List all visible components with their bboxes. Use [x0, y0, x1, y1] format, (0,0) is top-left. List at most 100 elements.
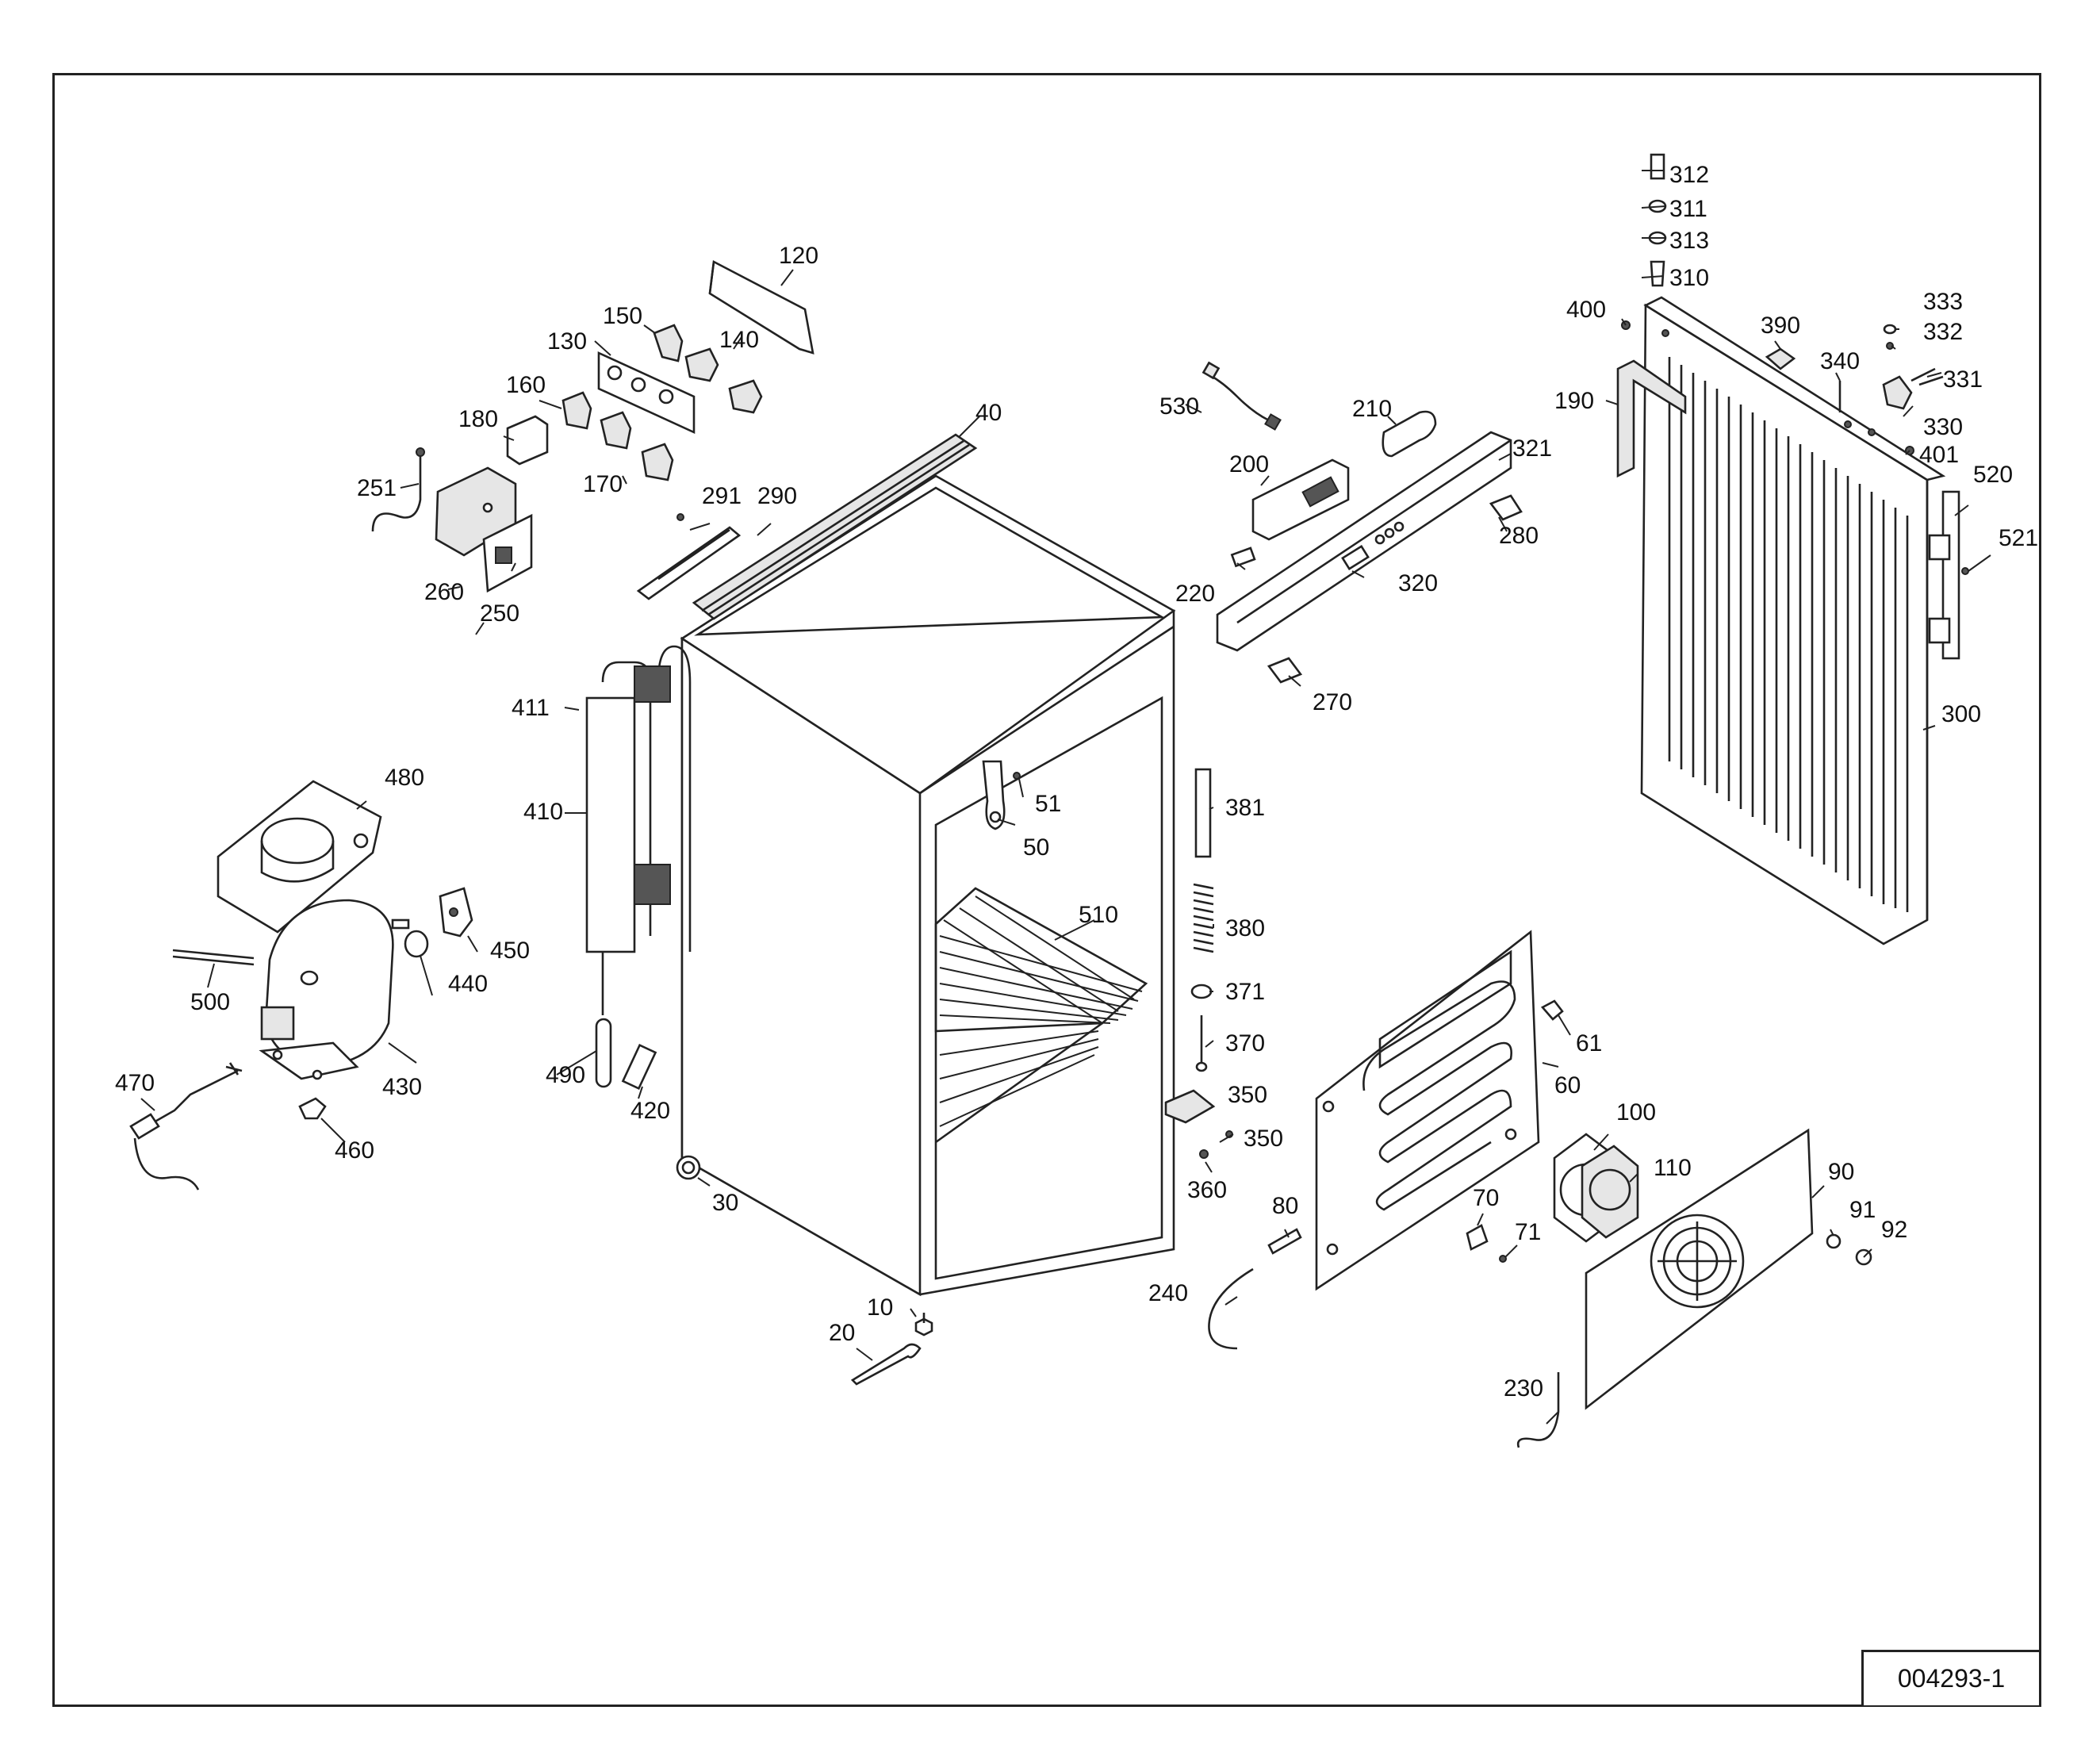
part-61-plug: [1540, 999, 1564, 1021]
part-180-bracket: [506, 415, 549, 466]
label-320: 320: [1398, 570, 1438, 596]
label-60: 60: [1554, 1072, 1581, 1099]
part-100-fan: [1553, 1133, 1639, 1243]
label-140: 140: [719, 327, 759, 353]
part-91-92-screws: [1826, 1233, 1872, 1266]
label-420: 420: [630, 1098, 670, 1124]
part-290-hinge-strip: [636, 513, 742, 600]
label-190: 190: [1554, 388, 1594, 414]
part-80-sensor-holder: [1208, 1228, 1302, 1350]
label-340: 340: [1820, 348, 1860, 374]
part-labels: 10 20 30 40 50 51 60 61 70 71 80 90 91 9…: [115, 162, 2038, 1402]
label-30: 30: [712, 1190, 738, 1216]
leader-lines: [140, 170, 1991, 1425]
label-100: 100: [1616, 1099, 1656, 1126]
part-430-compressor: [259, 899, 410, 1080]
label-312: 312: [1669, 162, 1709, 188]
label-61: 61: [1576, 1030, 1602, 1056]
part-510-wire-shelf: [934, 887, 1148, 1144]
label-200: 200: [1229, 451, 1269, 477]
label-250: 250: [480, 600, 519, 627]
label-500: 500: [190, 989, 230, 1015]
label-371: 371: [1225, 979, 1265, 1005]
part-60-evaporator: [1315, 930, 1540, 1291]
label-490: 490: [546, 1062, 585, 1088]
cabinet-body: [680, 474, 1176, 1297]
label-110: 110: [1654, 1155, 1692, 1181]
label-40: 40: [975, 400, 1002, 426]
label-71: 71: [1515, 1219, 1541, 1245]
label-220: 220: [1175, 581, 1215, 607]
label-530: 530: [1159, 393, 1199, 420]
parts-artwork: [129, 153, 1991, 1448]
part-40-top-strip: [692, 433, 978, 620]
part-190-gasket: [1616, 359, 1687, 478]
part-251-probe: [371, 447, 425, 532]
label-92: 92: [1881, 1217, 1907, 1243]
part-130-plate: [561, 324, 763, 481]
part-500-pipe: [172, 949, 255, 966]
label-470: 470: [115, 1070, 155, 1096]
part-520-handle: [1928, 490, 1969, 660]
part-50-bracket: [982, 760, 1021, 830]
part-530-cable: [1201, 361, 1282, 431]
label-350-b: 350: [1244, 1126, 1283, 1152]
label-10: 10: [867, 1294, 893, 1321]
part-220-clip: [1230, 546, 1256, 568]
label-520: 520: [1973, 462, 2013, 488]
label-230: 230: [1504, 1375, 1543, 1402]
label-280: 280: [1499, 523, 1539, 549]
drawing-frame: [52, 73, 2041, 1707]
part-310-pin-stack: [1648, 153, 1667, 287]
label-430: 430: [382, 1074, 422, 1100]
label-360: 360: [1187, 1177, 1227, 1203]
part-380-hinge-stack: [1164, 768, 1233, 1159]
label-150: 150: [603, 303, 642, 329]
part-320-control-panel: [1216, 431, 1512, 652]
label-50: 50: [1023, 834, 1049, 861]
label-270: 270: [1313, 689, 1352, 715]
label-91: 91: [1849, 1197, 1876, 1223]
label-260: 260: [424, 579, 464, 605]
label-332: 332: [1923, 319, 1963, 345]
label-390: 390: [1761, 313, 1800, 339]
label-160: 160: [506, 372, 546, 398]
label-170: 170: [583, 471, 623, 497]
label-240: 240: [1148, 1280, 1188, 1306]
label-20: 20: [829, 1320, 855, 1346]
label-310: 310: [1669, 265, 1709, 291]
label-210: 210: [1352, 396, 1392, 422]
label-120: 120: [779, 243, 818, 269]
label-381: 381: [1225, 795, 1265, 821]
label-290: 290: [757, 483, 797, 509]
part-490-dryer: [595, 1018, 657, 1091]
label-350-a: 350: [1228, 1082, 1267, 1108]
label-313: 313: [1669, 228, 1709, 254]
label-251: 251: [357, 475, 397, 501]
part-450-relay: [404, 887, 473, 958]
label-51: 51: [1035, 791, 1061, 817]
part-270-cap: [1267, 494, 1523, 684]
label-90: 90: [1828, 1159, 1854, 1185]
label-130: 130: [547, 328, 587, 355]
part-210-capacitor: [1382, 410, 1437, 458]
label-460: 460: [335, 1137, 374, 1164]
label-440: 440: [448, 971, 488, 997]
label-450: 450: [490, 938, 530, 964]
label-331: 331: [1943, 366, 1983, 393]
label-333: 333: [1923, 289, 1963, 315]
label-321: 321: [1512, 435, 1552, 462]
label-521: 521: [1999, 525, 2038, 551]
part-120-rail: [708, 259, 814, 355]
label-410: 410: [523, 799, 563, 825]
part-200-display: [1251, 458, 1350, 541]
label-401: 401: [1919, 442, 1959, 468]
label-80: 80: [1272, 1193, 1298, 1219]
label-180: 180: [458, 406, 498, 432]
part-480-compressor-cover: [217, 780, 382, 934]
label-330: 330: [1923, 414, 1963, 440]
label-300: 300: [1941, 701, 1981, 727]
drawing-number: 004293-1: [1861, 1650, 2039, 1705]
label-480: 480: [385, 765, 424, 791]
